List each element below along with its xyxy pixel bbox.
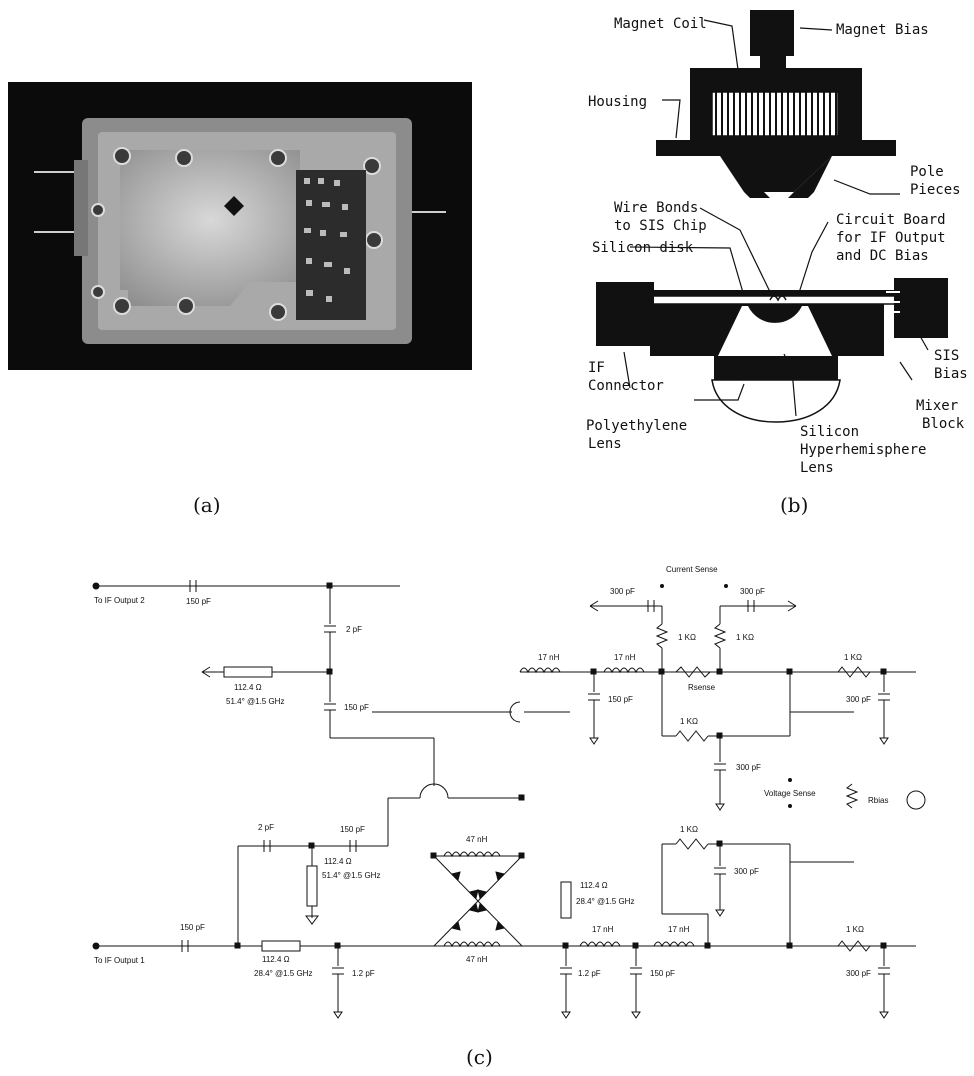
label-c300-left: 300 pF: [610, 587, 635, 596]
label-si-lens-2: Hyperhemisphere: [800, 442, 926, 458]
label-poly-lens-1: Polyethylene: [586, 418, 687, 434]
label-c2-top: 2 pF: [346, 625, 362, 634]
label-c300-mid: 300 pF: [736, 763, 761, 772]
label-c12-a: 1.2 pF: [352, 969, 375, 978]
label-l17-d: 17 nH: [668, 925, 690, 934]
label-c300-bot: 300 pF: [846, 969, 871, 978]
label-to-if-output-2: To IF Output 2: [94, 596, 145, 605]
label-r1k-bot: 1 KΩ: [846, 925, 864, 934]
panel-c-caption: (c): [466, 1045, 493, 1069]
mixer-block-photo: [34, 118, 446, 344]
label-l47-bot: 47 nH: [466, 955, 488, 964]
label-l47-top: 47 nH: [466, 835, 488, 844]
label-c150-right: 150 pF: [608, 695, 633, 704]
label-r1k-a: 1 KΩ: [678, 633, 696, 642]
label-sis-bias-1: SIS: [934, 348, 959, 364]
label-r1k-b: 1 KΩ: [736, 633, 754, 642]
label-tl-stub-e: 51.4° @1.5 GHz: [322, 871, 380, 880]
label-tl-top-e: 51.4° @1.5 GHz: [226, 697, 284, 706]
label-tl-r-z: 112.4 Ω: [580, 881, 608, 890]
label-c150-low: 150 pF: [340, 825, 365, 834]
label-wire-bonds-1: Wire Bonds: [614, 200, 698, 216]
label-c150-bot: 150 pF: [650, 969, 675, 978]
label-housing: Housing: [588, 94, 647, 110]
label-pole-pieces-2: Pieces: [910, 182, 961, 198]
panel-a: [8, 82, 472, 370]
label-c2-low: 2 pF: [258, 823, 274, 832]
label-r1k-low: 1 KΩ: [680, 825, 698, 834]
label-wire-bonds-2: to SIS Chip: [614, 218, 707, 234]
label-mixer-block-2: Block: [922, 416, 965, 432]
label-pole-pieces-1: Pole: [910, 164, 944, 180]
label-magnet-coil: Magnet Coil: [614, 16, 707, 32]
label-c150-mid: 150 pF: [344, 703, 369, 712]
label-l17-a: 17 nH: [538, 653, 560, 662]
panel-a-caption: (a): [193, 493, 221, 517]
label-l17-b: 17 nH: [614, 653, 636, 662]
label-if-connector-2: Connector: [588, 378, 664, 394]
label-tl-in-z: 112.4 Ω: [262, 955, 290, 964]
label-c150-in: 150 pF: [180, 923, 205, 932]
label-si-lens-3: Lens: [800, 460, 834, 476]
panel-b: Magnet Coil Magnet Bias Housing Pole Pie…: [586, 10, 968, 476]
label-c150-top: 150 pF: [186, 597, 211, 606]
magnet-bias-connector: [750, 10, 794, 56]
label-tl-stub-z: 112.4 Ω: [324, 857, 352, 866]
panel-b-caption: (b): [780, 493, 808, 517]
lens-cavity: [718, 306, 832, 356]
silicon-disk: [649, 295, 901, 305]
label-c300-far: 300 pF: [846, 695, 871, 704]
if-connector: [596, 282, 654, 346]
label-si-lens-1: Silicon: [800, 424, 859, 440]
label-rsense: Rsense: [688, 683, 716, 692]
label-rbias: Rbias: [868, 796, 888, 805]
label-r1k-top-right: 1 KΩ: [844, 653, 862, 662]
label-circuit-board-1: Circuit Board: [836, 212, 946, 228]
pole-pieces: [720, 156, 832, 198]
label-current-sense: Current Sense: [666, 565, 718, 574]
label-tl-r-e: 28.4° @1.5 GHz: [576, 897, 634, 906]
panel-c: [92, 580, 926, 1019]
label-mixer-block-1: Mixer: [916, 398, 958, 414]
label-c300-low: 300 pF: [734, 867, 759, 876]
label-circuit-board-3: and DC Bias: [836, 248, 929, 264]
silicon-hyperhemisphere-lens: [748, 306, 802, 323]
label-voltage-sense: Voltage Sense: [764, 789, 816, 798]
label-l17-c: 17 nH: [592, 925, 614, 934]
label-tl-in-e: 28.4° @1.5 GHz: [254, 969, 312, 978]
label-poly-lens-2: Lens: [588, 436, 622, 452]
label-if-connector-1: IF: [588, 360, 605, 376]
label-c12-b: 1.2 pF: [578, 969, 601, 978]
label-silicon-disk: Silicon disk: [592, 240, 694, 256]
label-tl-top-z: 112.4 Ω: [234, 683, 262, 692]
label-circuit-board-2: for IF Output: [836, 230, 946, 246]
label-c300-right: 300 pF: [740, 587, 765, 596]
label-to-if-output-1: To IF Output 1: [94, 956, 145, 965]
magnet-coil: [711, 91, 839, 137]
sis-bias-connector: [894, 278, 948, 338]
label-r1k-mid: 1 KΩ: [680, 717, 698, 726]
label-sis-bias-2: Bias: [934, 366, 968, 382]
polyethylene-lens: [711, 379, 841, 423]
label-magnet-bias: Magnet Bias: [836, 22, 929, 38]
